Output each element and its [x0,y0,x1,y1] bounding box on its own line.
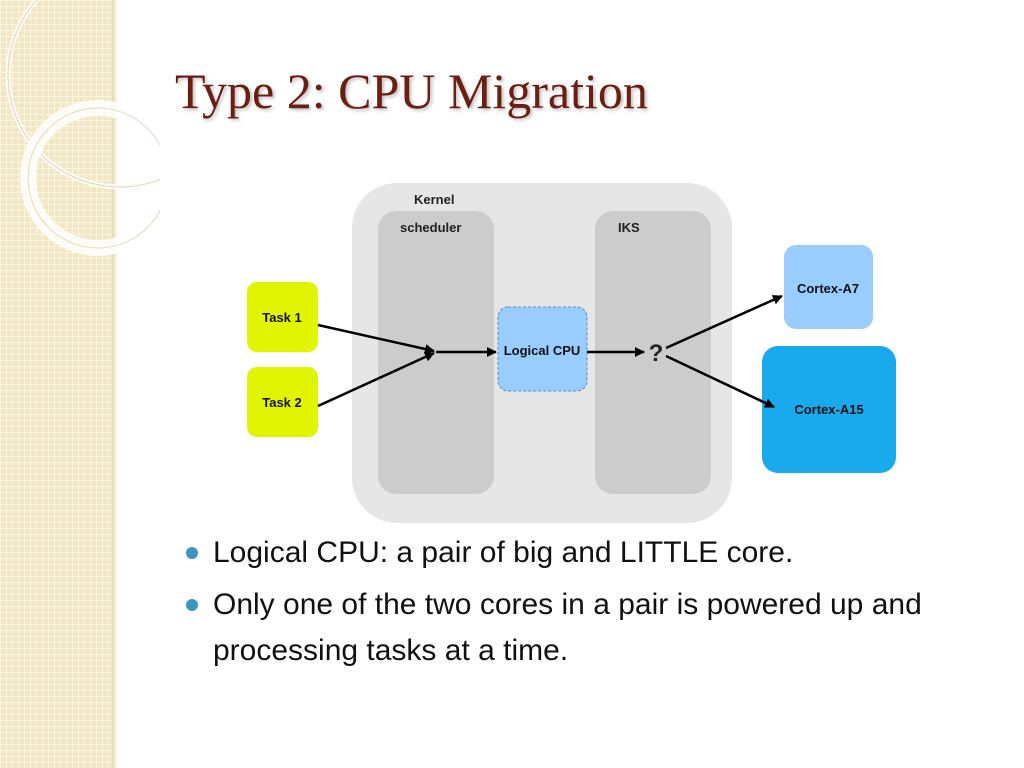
arrow-to-cortex-a15 [665,354,775,409]
task-1-box [247,282,318,352]
bullet-list: Logical CPU: a pair of big and LITTLE co… [180,530,1000,680]
slide-title: Type 2: CPU Migration [175,63,648,119]
cortex-a15-box [762,346,896,473]
cpu-migration-diagram: Kernel scheduler IKS Task 1 Task 2 Logic… [247,183,896,523]
decorative-rings [5,0,160,256]
bullet-item: Only one of the two cores in a pair is p… [180,582,1000,674]
bullet-dot-icon [186,599,198,611]
task-2-label: Task 2 [262,395,302,410]
task-1-label: Task 1 [262,310,302,325]
logical-cpu-label: Logical CPU [504,343,581,358]
bullet-text: Logical CPU: a pair of big and LITTLE co… [213,536,794,569]
arrow-task2-to-scheduler [317,351,435,408]
cortex-a7-label: Cortex-A7 [797,281,859,296]
cortex-a7-box [784,245,873,329]
question-mark: ? [649,340,664,367]
side-band-edge [112,0,118,768]
logical-cpu-box [497,306,588,392]
cortex-a15-label: Cortex-A15 [794,402,863,417]
bullet-text: Only one of the two cores in a pair is p… [213,588,922,667]
iks-label: IKS [618,220,640,235]
task-2-box [247,367,318,437]
scheduler-label: scheduler [400,220,461,235]
bullet-dot-icon [186,547,198,559]
kernel-label: Kernel [414,192,454,207]
arrow-task1-to-scheduler [317,323,435,354]
iks-column [595,211,711,494]
arrow-to-cortex-a7 [665,294,783,350]
bullet-item: Logical CPU: a pair of big and LITTLE co… [180,530,1000,576]
